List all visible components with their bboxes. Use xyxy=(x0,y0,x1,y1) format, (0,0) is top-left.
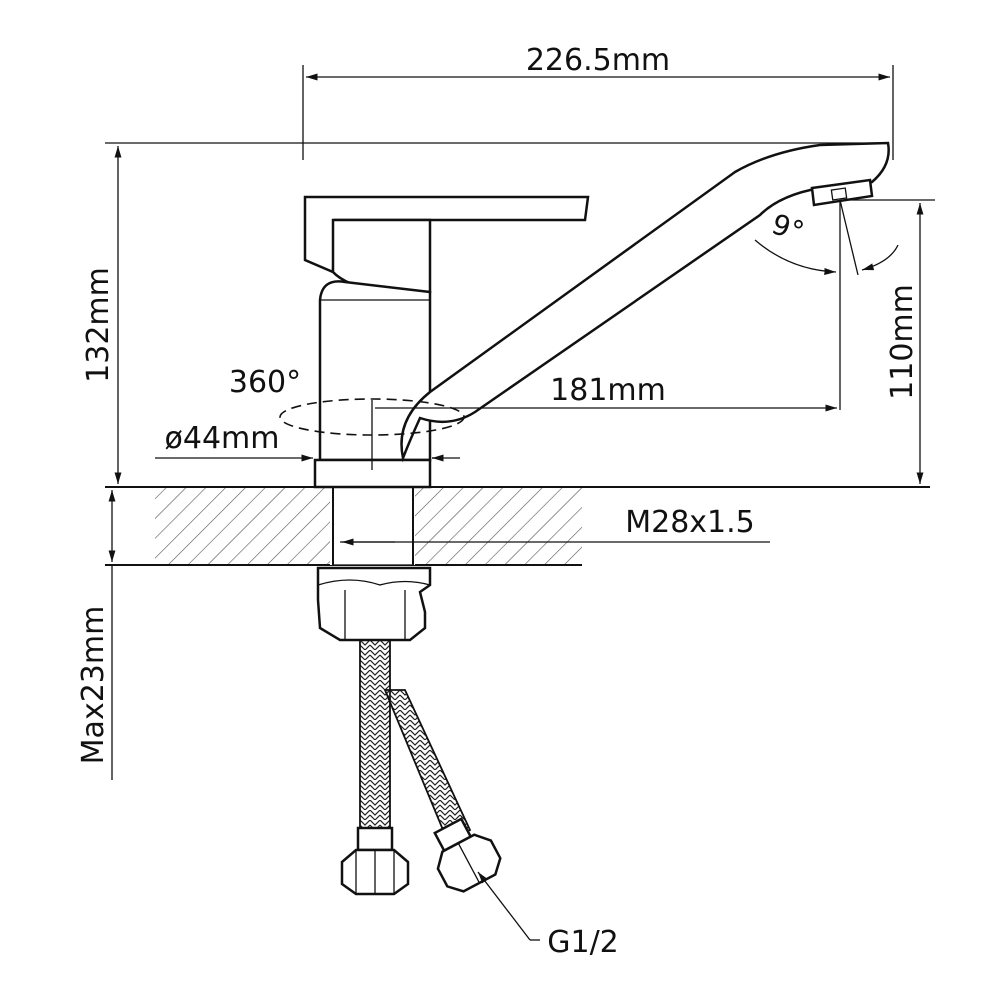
label-base-diameter: ø44mm xyxy=(165,421,280,456)
label-spout-reach: 181mm xyxy=(550,373,666,408)
dim-aerator-angle xyxy=(754,199,899,276)
label-max-thickness: Max23mm xyxy=(76,606,111,765)
label-overall-length: 226.5mm xyxy=(526,43,670,78)
dim-height xyxy=(105,142,888,484)
dim-spout-reach xyxy=(375,200,841,412)
label-spout-height: 110mm xyxy=(885,284,920,400)
dim-spout-height xyxy=(845,199,935,484)
label-thread: M28x1.5 xyxy=(625,505,755,540)
spout xyxy=(400,141,890,463)
label-rotation: 360° xyxy=(229,365,301,400)
faucet-body xyxy=(303,195,590,489)
label-aerator-angle: 9° xyxy=(768,207,808,248)
countertop-section xyxy=(105,486,930,566)
label-height: 132mm xyxy=(81,267,116,383)
label-connection: G1/2 xyxy=(547,925,619,960)
dim-connection xyxy=(477,871,540,941)
dim-overall-length xyxy=(302,65,894,160)
mounting-nut xyxy=(316,566,432,642)
supply-hoses xyxy=(340,639,502,896)
